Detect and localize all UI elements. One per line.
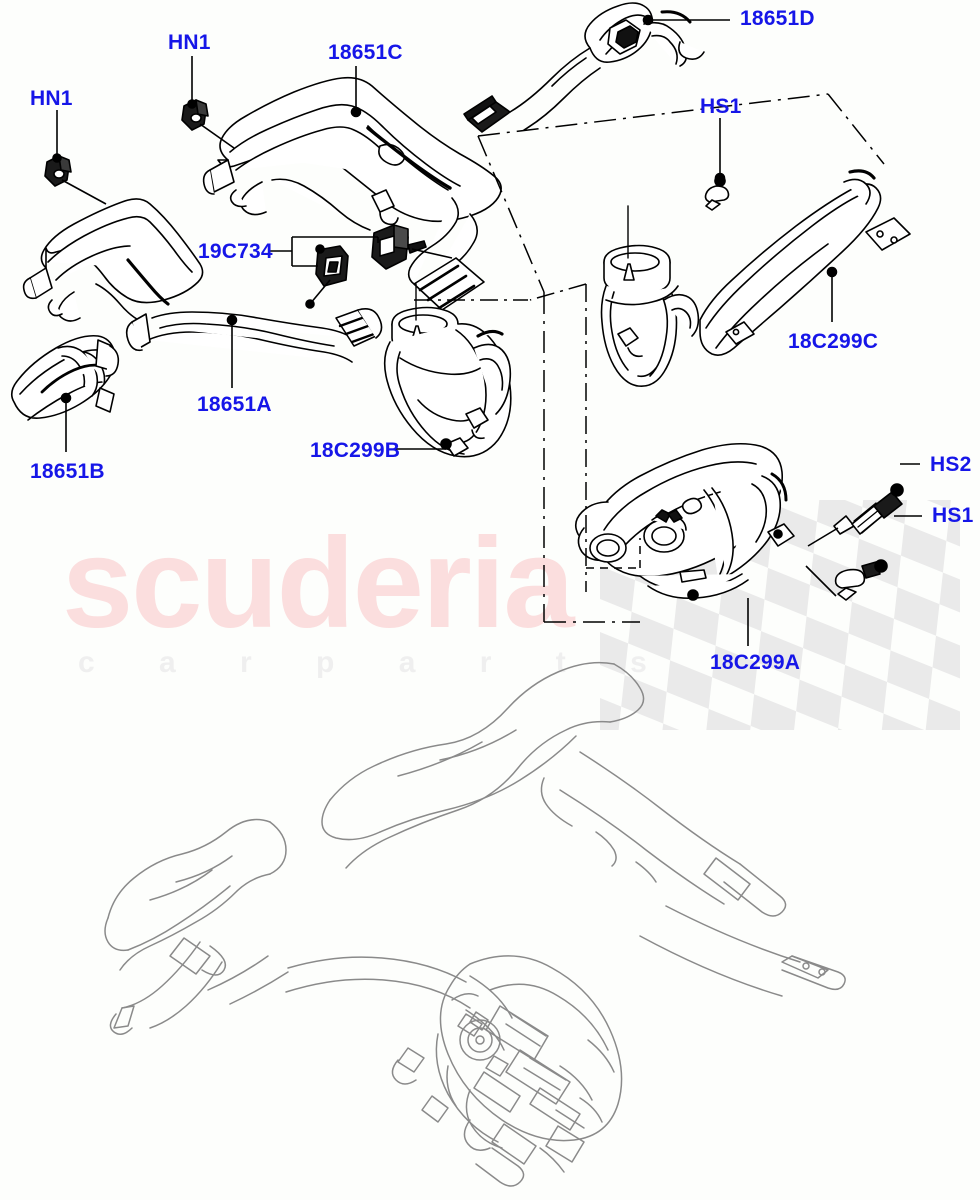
callout-18c299a[interactable]: 18C299A bbox=[710, 651, 801, 674]
callout-hs1-top[interactable]: HS1 bbox=[700, 95, 742, 118]
callout-18651c[interactable]: 18651C bbox=[328, 41, 403, 64]
part-18651b bbox=[10, 334, 120, 421]
part-hn1-center bbox=[181, 99, 209, 131]
callout-hs1-right[interactable]: HS1 bbox=[932, 504, 974, 527]
part-hn1-left bbox=[44, 155, 72, 187]
part-18651d bbox=[463, 2, 705, 133]
leader-lines bbox=[52, 14, 922, 646]
part-18c299c bbox=[600, 169, 911, 388]
part-18c299a bbox=[574, 442, 795, 601]
part-18651c bbox=[202, 76, 502, 312]
watermark-secondary: c a r p a r t s bbox=[78, 646, 675, 679]
callout-hs2-right[interactable]: HS2 bbox=[930, 453, 972, 476]
callout-18651b[interactable]: 18651B bbox=[30, 460, 105, 483]
part-19c734-clip-a bbox=[371, 224, 427, 270]
part-hs2-screw bbox=[833, 483, 904, 535]
callout-18c299c[interactable]: 18C299C bbox=[788, 330, 879, 353]
part-hs1-right bbox=[834, 559, 888, 601]
part-18651a bbox=[22, 198, 383, 363]
part-19c734-clip-b bbox=[315, 244, 349, 287]
callout-hn1-center[interactable]: HN1 bbox=[168, 31, 211, 54]
part-18c299b bbox=[383, 283, 512, 458]
callout-18c299b[interactable]: 18C299B bbox=[310, 439, 401, 462]
grouping-boundaries bbox=[414, 93, 885, 623]
callout-18651d[interactable]: 18651D bbox=[740, 7, 815, 30]
callout-18651a[interactable]: 18651A bbox=[197, 393, 272, 416]
callout-hn1-left[interactable]: HN1 bbox=[30, 87, 73, 110]
watermark-primary: scuderia bbox=[62, 512, 574, 655]
callout-19c734[interactable]: 19C734 bbox=[198, 240, 273, 263]
